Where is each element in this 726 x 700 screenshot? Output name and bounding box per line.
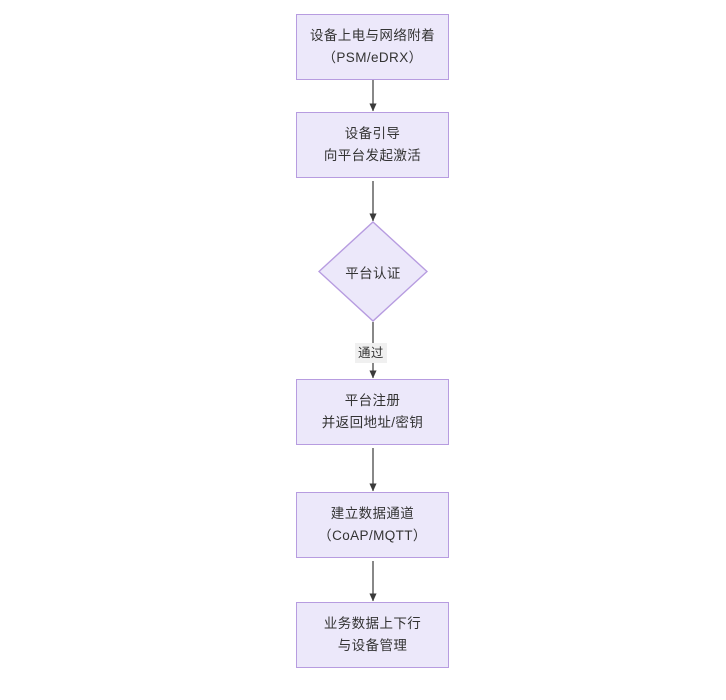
flow-node-power-on[interactable]: 设备上电与网络附着 （PSM/eDRX）	[296, 14, 449, 80]
flow-node-power-on-line2: （PSM/eDRX）	[322, 50, 423, 65]
flow-node-data-channel-line2: （CoAP/MQTT）	[318, 528, 427, 543]
flow-node-business-data-line2: 与设备管理	[337, 638, 408, 653]
flow-node-platform-register-line1: 平台注册	[344, 393, 401, 408]
edge-label-pass: 通过	[355, 343, 387, 363]
flow-node-platform-register-line2: 并返回地址/密钥	[321, 415, 424, 430]
flow-node-platform-auth[interactable]: 平台认证	[318, 221, 428, 322]
flow-node-data-channel[interactable]: 建立数据通道 （CoAP/MQTT）	[296, 492, 449, 558]
flow-node-device-bootstrap[interactable]: 设备引导 向平台发起激活	[296, 112, 449, 178]
diamond-shape	[318, 221, 428, 322]
flow-node-business-data-line1: 业务数据上下行	[323, 616, 422, 631]
flow-node-power-on-line1: 设备上电与网络附着	[309, 28, 436, 43]
flow-node-device-bootstrap-line1: 设备引导	[344, 126, 401, 141]
flow-node-data-channel-line1: 建立数据通道	[330, 506, 415, 521]
flow-node-business-data[interactable]: 业务数据上下行 与设备管理	[296, 602, 449, 668]
flow-node-device-bootstrap-line2: 向平台发起激活	[323, 148, 422, 163]
flow-node-platform-auth-label: 平台认证	[345, 265, 401, 281]
flow-node-platform-register[interactable]: 平台注册 并返回地址/密钥	[296, 379, 449, 445]
